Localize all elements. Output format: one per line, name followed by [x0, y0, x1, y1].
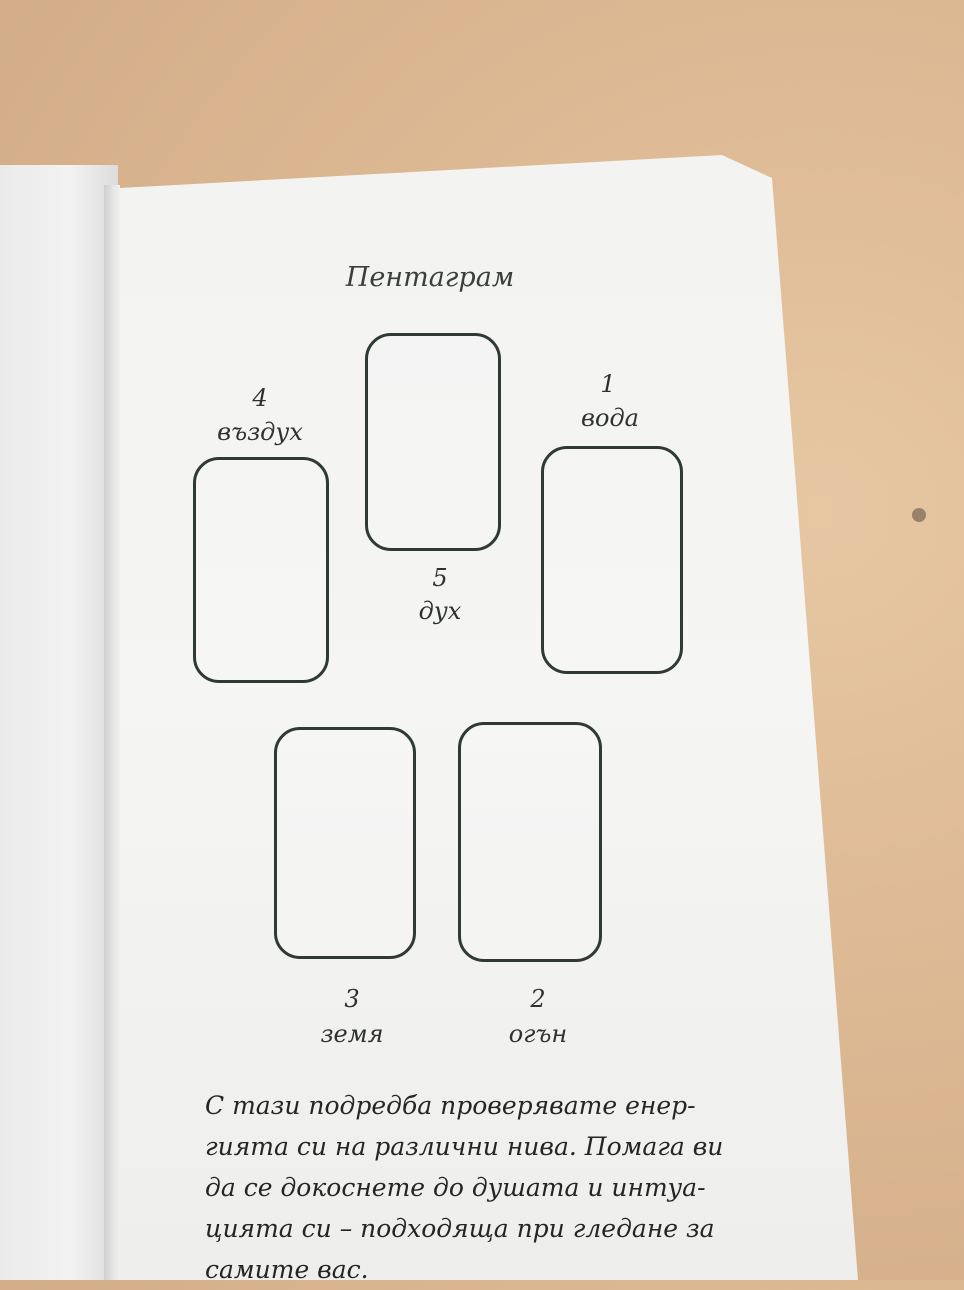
card-slot-3 [274, 727, 416, 959]
card-slot-2 [458, 722, 602, 962]
card-3-number: 3 [344, 985, 360, 1013]
description-paragraph: С тази подредба проверявате енер- гията … [205, 1085, 745, 1290]
page-title: Пентаграм [345, 262, 515, 293]
paragraph-line: цията си – подходяща при гледане за [205, 1214, 715, 1243]
card-1-name: вода [581, 404, 639, 432]
card-slot-4 [193, 457, 329, 683]
card-3-name: земя [320, 1020, 384, 1048]
left-page [0, 165, 118, 1280]
book-spine [104, 185, 120, 1280]
card-2-name: огън [508, 1020, 568, 1048]
paragraph-line: гията си на различни нива. Помага ви [205, 1132, 724, 1161]
card-4-name: въздух [217, 418, 303, 446]
paragraph-line: да се докоснете до душата и интуа- [205, 1173, 706, 1202]
card-5-name: дух [418, 597, 462, 625]
table-stain [912, 508, 926, 522]
paragraph-line: С тази подредба проверявате енер- [205, 1091, 696, 1120]
card-4-number: 4 [252, 384, 268, 412]
card-2-number: 2 [530, 985, 546, 1013]
card-slot-1 [541, 446, 683, 674]
card-5-number: 5 [432, 564, 448, 592]
card-slot-5 [365, 333, 501, 551]
paragraph-line: самите вас. [205, 1255, 369, 1284]
card-1-number: 1 [600, 370, 616, 398]
